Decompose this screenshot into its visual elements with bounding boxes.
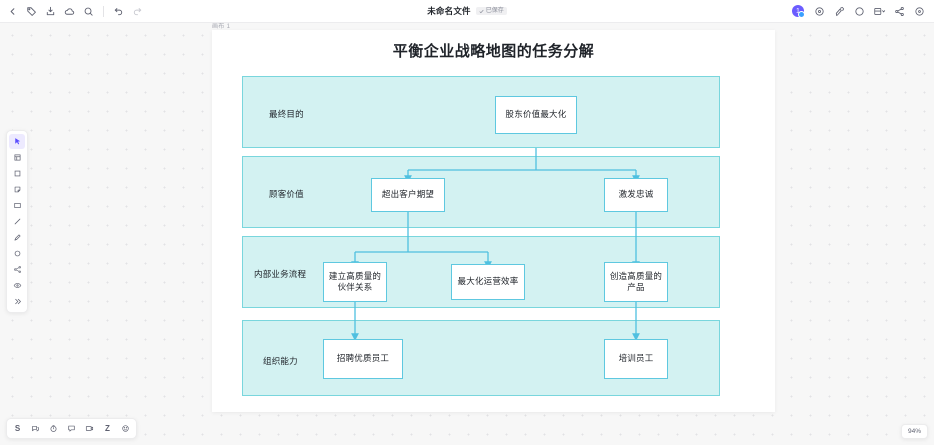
cloud-check-icon: [479, 9, 484, 13]
comment-circle-icon[interactable]: [851, 3, 868, 20]
node-maximize-efficiency[interactable]: 最大化运营效率: [451, 264, 525, 300]
avatar[interactable]: 1: [792, 5, 805, 18]
connector-layer: [351, 148, 640, 342]
band-final-goal[interactable]: [242, 76, 720, 148]
toolbar-divider: [103, 5, 104, 17]
layout-icon[interactable]: [871, 3, 888, 20]
strategy-map-diagram: 最终目的 股东价值最大化 顾客价值 超出客户期望 激发忠诚 内部业务流程 建立高…: [212, 30, 775, 412]
redo-icon[interactable]: [129, 3, 146, 20]
page-label[interactable]: 画布 1: [212, 24, 231, 30]
sticky-note-tool[interactable]: [9, 182, 25, 197]
cursor-tool[interactable]: [9, 134, 25, 149]
zoom-letter-icon[interactable]: Z: [105, 424, 110, 433]
circle-tool[interactable]: [9, 246, 25, 261]
chat-icon[interactable]: [65, 422, 78, 435]
connector-tool[interactable]: [9, 262, 25, 277]
emoji-icon[interactable]: [119, 422, 132, 435]
timer-icon[interactable]: [811, 3, 828, 20]
save-status-badge: 已保存: [475, 7, 507, 15]
band-label-customer-value: 顾客价值: [269, 189, 304, 199]
left-tool-rail: [6, 130, 28, 313]
line-tool[interactable]: [9, 214, 25, 229]
pen-tool[interactable]: [9, 230, 25, 245]
node-inspire-loyalty[interactable]: 激发忠诚: [604, 178, 668, 212]
media-icon[interactable]: [83, 422, 96, 435]
band-label-org-capability: 组织能力: [263, 356, 298, 366]
diagram-title: 平衡企业战略地图的任务分解: [392, 43, 595, 60]
download-icon[interactable]: [42, 3, 59, 20]
top-toolbar: 未命名文件 已保存 1: [0, 0, 934, 23]
node-exceed-expectations[interactable]: 超出客户期望: [371, 178, 445, 212]
share-icon[interactable]: [891, 3, 908, 20]
zoom-level-indicator[interactable]: 94%: [900, 424, 928, 439]
search-icon[interactable]: [80, 3, 97, 20]
select-mode-icon[interactable]: S: [14, 424, 21, 433]
bottom-toolbar: S Z: [6, 418, 137, 439]
top-toolbar-left-group: [0, 3, 146, 20]
top-toolbar-right-group: 1: [792, 0, 928, 22]
document-title[interactable]: 未命名文件: [427, 6, 471, 16]
node-train-employees[interactable]: 培训员工: [604, 339, 668, 379]
node-shareholder-value[interactable]: 股东价值最大化: [495, 96, 577, 134]
back-icon[interactable]: [4, 3, 21, 20]
cloud-icon[interactable]: [61, 3, 78, 20]
node-recruit-talent[interactable]: 招聘优质员工: [323, 339, 403, 379]
rectangle-tool[interactable]: [9, 198, 25, 213]
band-label-internal-process: 内部业务流程: [254, 269, 307, 279]
eye-tool[interactable]: [9, 278, 25, 293]
more-tool[interactable]: [9, 294, 25, 309]
band-label-final-goal: 最终目的: [269, 109, 304, 119]
node-build-partnerships[interactable]: 建立高质量的伙伴关系: [323, 262, 387, 302]
node-quality-products[interactable]: 创造高质量的产品: [604, 262, 668, 302]
presentation-icon[interactable]: [831, 3, 848, 20]
comment-icon[interactable]: [29, 422, 42, 435]
timer-icon[interactable]: [47, 422, 60, 435]
tag-icon[interactable]: [23, 3, 40, 20]
shape-tool[interactable]: [9, 166, 25, 181]
frame-tool[interactable]: [9, 150, 25, 165]
help-icon[interactable]: [911, 3, 928, 20]
undo-icon[interactable]: [110, 3, 127, 20]
artboard[interactable]: 平衡企业战略地图的任务分解: [212, 30, 775, 412]
save-status-text: 已保存: [485, 8, 504, 14]
